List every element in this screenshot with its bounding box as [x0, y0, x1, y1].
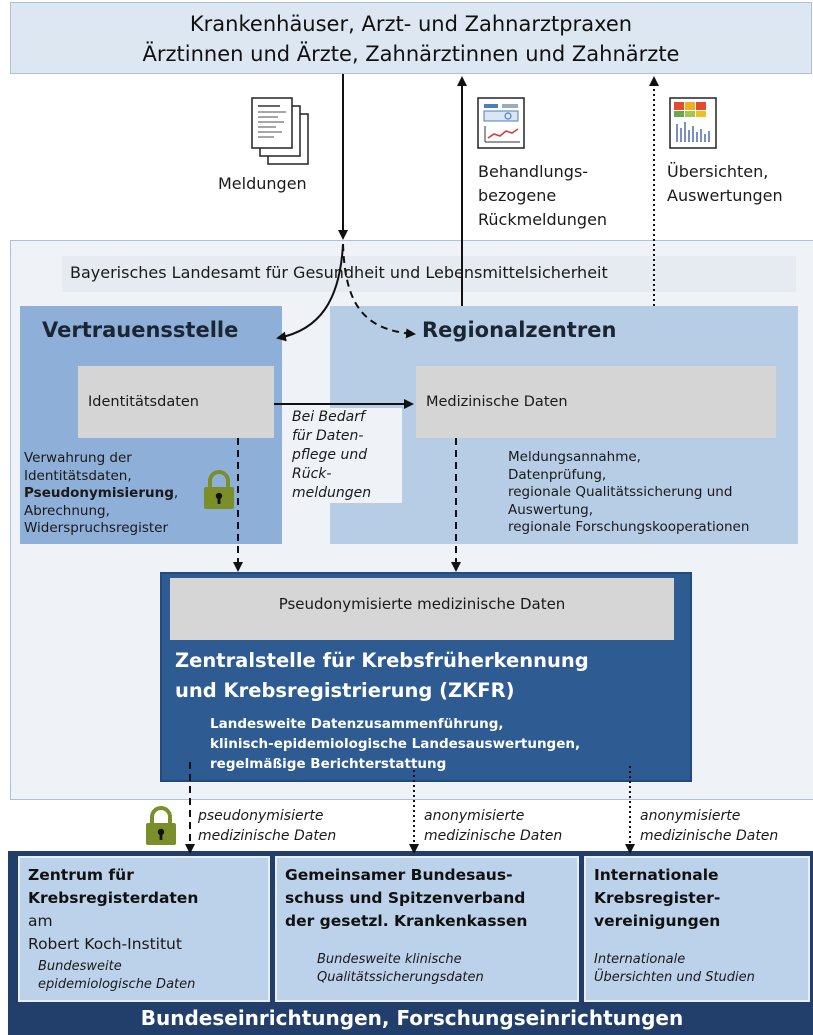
- meldungen-label: Meldungen: [218, 174, 307, 193]
- card-int-sub: Internationale Übersichten und Studien: [594, 951, 800, 987]
- behandlung-3: Rückmeldungen: [478, 210, 608, 229]
- zkfr-desc-1: Landesweite Datenzusammenführung,: [210, 716, 504, 732]
- vs-desc-3: Pseudonymisierung,: [24, 485, 224, 503]
- bundes-footer-title: Bundeseinrichtungen, Forschungseinrichtu…: [140, 1006, 684, 1030]
- behandlung-label: Behandlungs- bezogene Rückmeldungen: [478, 160, 607, 232]
- rz-desc-3: regionale Qualitätssicherung und: [508, 484, 733, 500]
- uebersichten-2: Auswertungen: [667, 186, 783, 205]
- vertrauensstelle-title: Vertrauensstelle: [42, 318, 239, 342]
- card-int-title-3: vereinigungen: [594, 912, 721, 930]
- rz-desc-4: Auswertung,: [508, 501, 593, 518]
- card-rki: Zentrum für Krebsregisterdaten am Robert…: [18, 856, 270, 1002]
- uebersichten-label: Übersichten, Auswertungen: [667, 160, 783, 208]
- bar-chart-icon: [669, 97, 717, 149]
- vs-desc-4: Abrechnung,: [24, 502, 110, 519]
- outflow-left-label: pseudonymisierte medizinische Daten: [198, 806, 336, 846]
- card-gba-title-1: Gemeinsamer Bundesaus-: [285, 866, 513, 884]
- zkfr-desc-3: regelmäßige Berichterstattung: [210, 756, 447, 772]
- to-regionalzentren-arrow: [342, 243, 416, 339]
- vs-desc-2: Identitätsdaten,: [24, 467, 132, 484]
- zkfr-description: Landesweite Datenzusammenführung, klinis…: [210, 714, 690, 774]
- lock-icon: [204, 470, 234, 509]
- zkfr-title: Zentralstelle für Krebsfrüherkennung und…: [175, 646, 685, 706]
- card-rki-sub: Bundesweite epidemiologische Daten: [38, 958, 260, 994]
- regionalzentren-description: Meldungsannahme, Datenprüfung, regionale…: [508, 449, 798, 537]
- zkfr-title-2: und Krebsregistrierung (ZKFR): [175, 679, 515, 702]
- rz-desc-2: Datenprüfung,: [508, 466, 607, 483]
- vs-desc-3-comma: ,: [173, 485, 179, 501]
- card-gba-sub-2: Qualitätssicherungsdaten: [317, 970, 484, 985]
- uebersichten-1: Übersichten,: [667, 162, 769, 181]
- bedarf-5: meldungen: [292, 485, 372, 501]
- card-int-sub-1: Internationale: [594, 952, 686, 967]
- lock-icon: [146, 806, 176, 845]
- card-gba-title-3: der gesetzl. Krankenkassen: [285, 912, 528, 930]
- outflow-left-1: pseudonymisierte: [198, 808, 324, 824]
- outflow-right-1: anonymisierte: [640, 808, 741, 824]
- outflow-right-2: medizinische Daten: [640, 828, 779, 844]
- bedarf-1: Bei Bedarf: [292, 409, 365, 425]
- card-int-title-1: Internationale: [594, 866, 719, 884]
- zkfr-title-1: Zentralstelle für Krebsfrüherkennung: [175, 649, 589, 672]
- bedarf-label: Bei Bedarf für Daten- pflege und Rück- m…: [292, 408, 402, 503]
- sources-box: Krankenhäuser, Arzt- und Zahnarztpraxen …: [10, 2, 812, 74]
- bedarf-3: pflege und: [292, 447, 368, 463]
- bedarf-4: Rück-: [292, 466, 332, 482]
- card-rki-title-2: Krebsregisterdaten: [28, 889, 199, 907]
- card-rki-sub-2: epidemiologische Daten: [38, 977, 196, 992]
- regionalzentren-title: Regionalzentren: [422, 318, 617, 342]
- sources-line-1: Krankenhäuser, Arzt- und Zahnarztpraxen: [189, 12, 633, 36]
- bedarf-2: für Daten-: [292, 428, 364, 444]
- pseudonymisierte-daten-box: Pseudonymisierte medizinische Daten: [170, 578, 674, 640]
- card-rki-reg-1: am: [28, 912, 53, 930]
- card-gba-title-2: schuss und Spitzenverband: [285, 889, 526, 907]
- card-rki-reg-2: Robert Koch-Institut: [28, 935, 182, 953]
- vertrauensstelle-description: Verwahrung der Identitätsdaten, Pseudony…: [24, 450, 224, 538]
- vs-desc-5: Widerspruchsregister: [24, 520, 169, 536]
- vs-desc-1: Verwahrung der: [24, 450, 132, 466]
- sources-line-2: Ärztinnen und Ärzte, Zahnärztinnen und Z…: [142, 42, 680, 66]
- rz-desc-5: regionale Forschungskooperationen: [508, 519, 750, 535]
- identitaetsdaten-box: Identitätsdaten: [78, 366, 274, 438]
- pseudonymisierung-label: Pseudonymisierung: [24, 485, 174, 501]
- rz-desc-1: Meldungsannahme,: [508, 449, 641, 465]
- card-gba: Gemeinsamer Bundesaus- schuss und Spitze…: [275, 856, 579, 1002]
- outflow-mid-2: medizinische Daten: [424, 828, 563, 844]
- card-rki-sub-1: Bundesweite: [38, 959, 122, 974]
- card-int-sub-2: Übersichten und Studien: [594, 970, 755, 985]
- card-gba-sub: Bundesweite klinische Qualitätssicherung…: [317, 951, 569, 987]
- report-chart-icon: [477, 97, 525, 149]
- card-rki-title-1: Zentrum für: [28, 866, 134, 884]
- documents-icon: [251, 97, 309, 165]
- outflow-right-label: anonymisierte medizinische Daten: [640, 806, 778, 846]
- behandlung-1: Behandlungs-: [478, 162, 589, 181]
- to-vertrauensstelle-arrow: [276, 243, 344, 342]
- card-int-title-2: Krebsregister-: [594, 889, 721, 907]
- behandlung-2: bezogene: [478, 186, 557, 205]
- card-gba-sub-1: Bundesweite klinische: [317, 952, 462, 967]
- outflow-left-2: medizinische Daten: [198, 828, 337, 844]
- outflow-mid-1: anonymisierte: [424, 808, 525, 824]
- outflow-mid-label: anonymisierte medizinische Daten: [424, 806, 562, 846]
- zkfr-desc-2: klinisch-epidemiologische Landesauswertu…: [210, 736, 581, 752]
- card-international: Internationale Krebsregister- vereinigun…: [584, 856, 810, 1002]
- medizinische-daten-box: Medizinische Daten: [416, 366, 776, 438]
